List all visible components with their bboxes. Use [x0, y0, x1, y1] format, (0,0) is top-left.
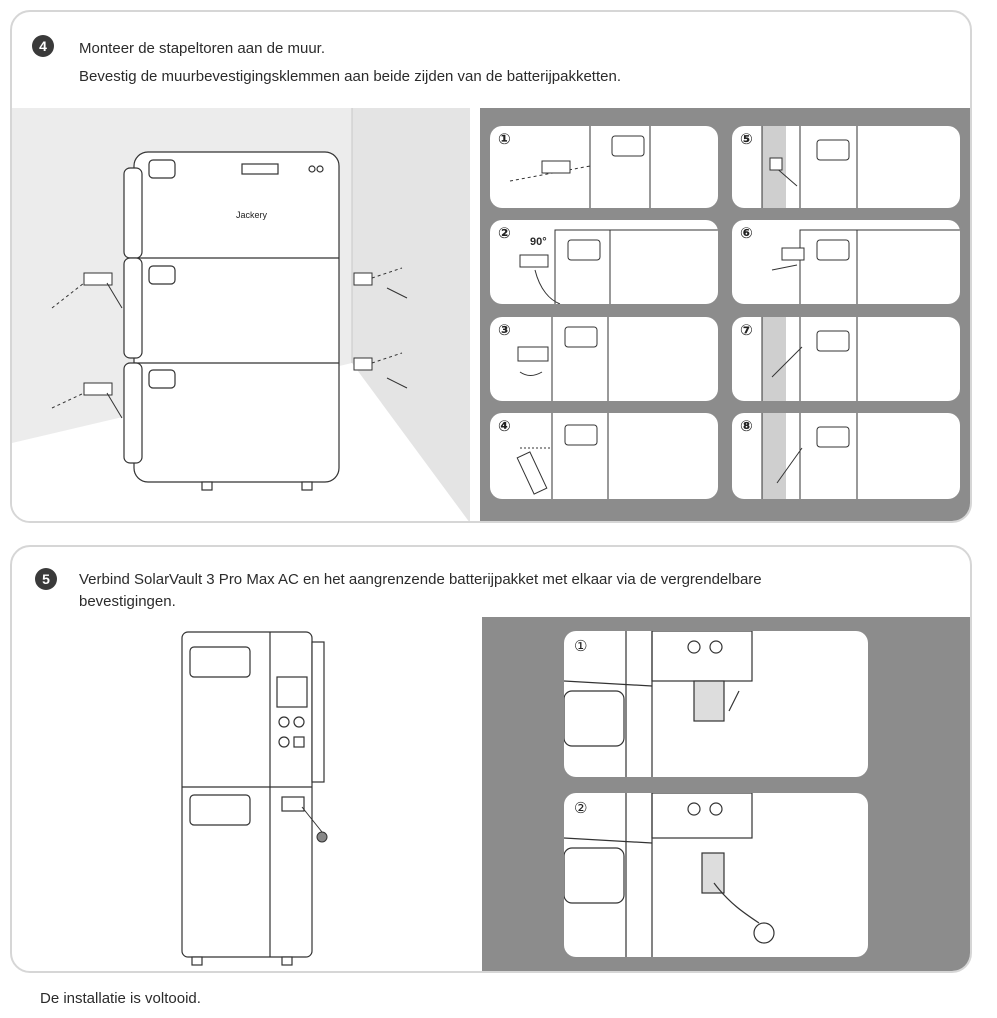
step5-number-badge: 5: [35, 568, 57, 590]
step4-main-illustration: Jackery: [12, 108, 470, 521]
step4-number-badge: 4: [32, 35, 54, 57]
step4-substep-2: ② 90°: [490, 220, 718, 304]
completion-text: De installatie is voltooid.: [40, 990, 201, 1007]
step4-instruction-line2: Bevestig de muurbevestigingsklemmen aan …: [79, 68, 621, 85]
step5-panel: 5 Verbind SolarVault 3 Pro Max AC en het…: [10, 545, 972, 973]
step4-instruction-line1: Monteer de stapeltoren aan de muur.: [79, 40, 325, 57]
step4-substep-8: ⑧: [732, 413, 960, 499]
step4-substep-6: ⑥: [732, 220, 960, 304]
step5-instruction-line2: bevestigingen.: [79, 593, 176, 610]
step5-substep-1: ①: [564, 631, 868, 777]
step4-brand-logo: Jackery: [236, 210, 268, 220]
step5-substep-2: ②: [564, 793, 868, 957]
step4-substep-7: ⑦: [732, 317, 960, 401]
angle-label: 90°: [530, 236, 547, 248]
step4-substep-5: ⑤: [732, 126, 960, 208]
step4-substep-3: ③: [490, 317, 718, 401]
step5-instruction-line1: Verbind SolarVault 3 Pro Max AC en het a…: [79, 571, 762, 588]
step4-panel: 4 Monteer de stapeltoren aan de muur. Be…: [10, 10, 972, 523]
step4-substep-1: ①: [490, 126, 718, 208]
step5-main-illustration: [162, 627, 342, 967]
step4-substep-4: ④: [490, 413, 718, 499]
